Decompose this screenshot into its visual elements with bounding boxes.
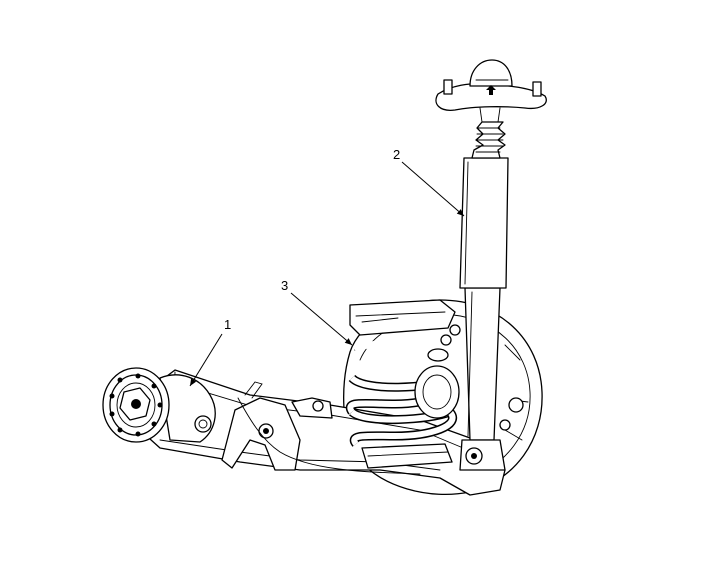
callout-1: 1	[224, 317, 232, 332]
callout-3: 3	[281, 278, 289, 293]
leader-line-3	[290, 292, 353, 346]
leader-line-2	[401, 161, 465, 217]
leader-line-1	[189, 333, 223, 387]
shock-absorber	[435, 59, 547, 471]
wheel-hub	[414, 324, 461, 419]
callout-2: 2	[393, 147, 401, 162]
leader-lines	[189, 161, 465, 387]
front-bushing	[102, 367, 170, 443]
coil-spring	[345, 299, 457, 469]
